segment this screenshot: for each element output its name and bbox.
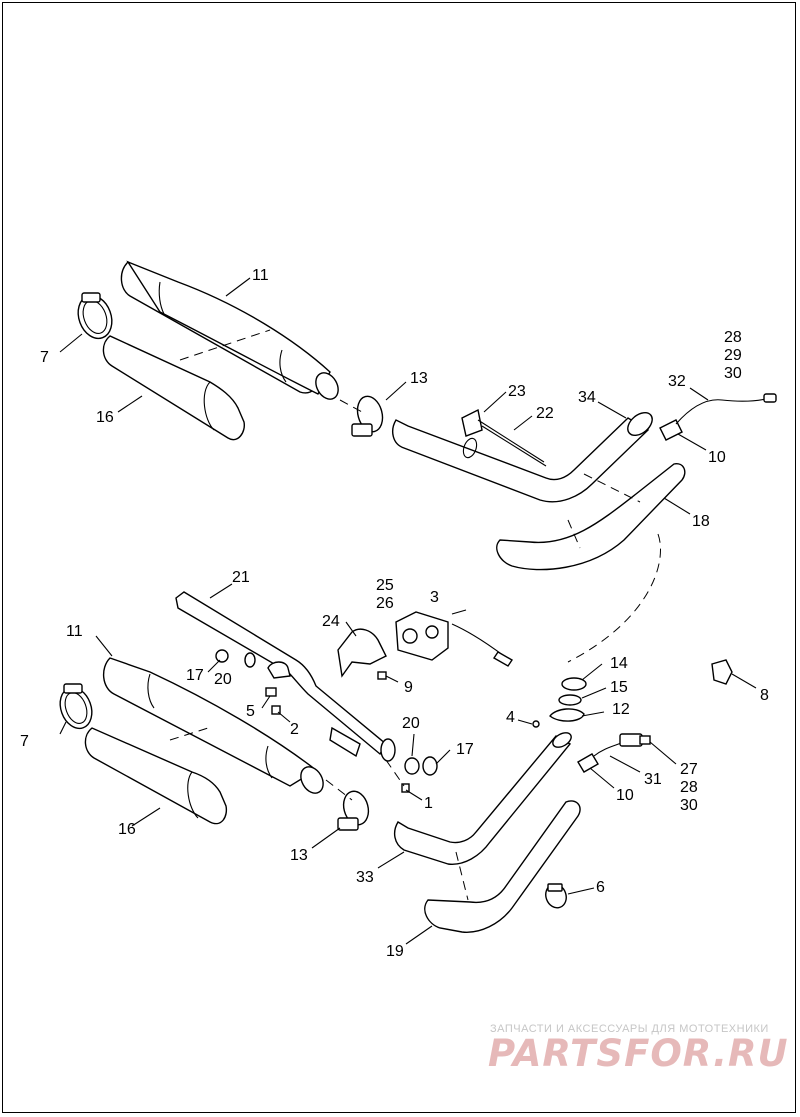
callout-clamp-6: 6	[596, 879, 605, 896]
callout-top-29: 29	[724, 347, 742, 364]
top-pipe-heatshield	[496, 463, 686, 571]
callout-nut-9: 9	[404, 679, 413, 696]
watermark: ЗАПЧАСТИ И АКСЕССУАРЫ ДЛЯ МОТОТЕХНИКИ PA…	[488, 1023, 789, 1075]
callout-top-clamp-left: 7	[40, 349, 49, 366]
callout-bracket-21: 21	[232, 569, 250, 586]
callout-sensor-31: 31	[644, 771, 662, 788]
bracket-24	[337, 628, 387, 678]
callout-bracket-24: 24	[322, 613, 340, 630]
bottom-head-pipe	[393, 732, 572, 865]
watermark-logo: PARTSFOR.RU	[488, 1032, 789, 1075]
bottom-muffler	[103, 657, 324, 794]
callout-head-pipe-34: 34	[578, 389, 596, 406]
callout-head-pipe-33: 33	[356, 869, 374, 886]
callout-bolt-2: 2	[290, 721, 299, 738]
callout-bottom-muffler: 11	[66, 623, 83, 640]
callout-sensor-28: 28	[680, 779, 698, 796]
callout-flange-12: 12	[612, 701, 630, 718]
callout-ring-15: 15	[610, 679, 628, 696]
bottom-clamp-left	[59, 683, 93, 730]
callout-sensor-30: 30	[680, 797, 698, 814]
callout-washer-20-left: 20	[214, 671, 232, 688]
callout-bottom-heatshield-muffler: 16	[118, 821, 136, 838]
clip-8	[711, 659, 733, 685]
callout-washer-20-right: 20	[402, 715, 420, 732]
callout-actuator-25: 25	[376, 577, 394, 594]
mount-bracket	[175, 591, 396, 762]
top-muffler	[120, 260, 339, 400]
callout-gasket-14: 14	[610, 655, 628, 672]
callout-bolt-1: 1	[424, 795, 433, 812]
top-sensor	[659, 393, 777, 441]
actuator	[395, 609, 513, 667]
bottom-pipe-heatshield	[424, 800, 581, 933]
clamp-6	[545, 883, 567, 909]
callout-heatshield-19: 19	[386, 943, 404, 960]
bottom-muffler-heatshield	[84, 727, 228, 825]
callout-top-30: 30	[724, 365, 742, 382]
bottom-sensor	[577, 733, 651, 773]
leader-lines	[59, 277, 757, 945]
bottom-hardware	[215, 649, 540, 793]
callout-nut-17-left: 17	[186, 667, 204, 684]
callout-heatshield-18: 18	[692, 513, 710, 530]
callout-bracket-23: 23	[508, 383, 526, 400]
top-clamp-left	[77, 292, 113, 340]
callout-actuator-26: 26	[376, 595, 394, 612]
callout-bottom-sensor-10: 10	[616, 787, 634, 804]
top-muffler-clamp	[351, 395, 384, 437]
callout-clip-8: 8	[760, 687, 769, 704]
gasket-stack	[549, 677, 587, 722]
callout-screw-3: 3	[430, 589, 439, 606]
callout-top-28: 28	[724, 329, 742, 346]
callout-bolt-5: 5	[246, 703, 255, 720]
callout-top-heatshield-muffler: 16	[96, 409, 114, 426]
callout-nut-17-right: 17	[456, 741, 474, 758]
callout-cable-32: 32	[668, 373, 686, 390]
callout-bottom-muffler-clamp: 13	[290, 847, 308, 864]
callouts: 11 7 16 13 23 22 34 28 29 30 32 10 18 21…	[20, 267, 769, 960]
callout-top-muffler-clamp: 13	[410, 370, 428, 387]
callout-top-sensor-10: 10	[708, 449, 726, 466]
callout-bottom-clamp-left: 7	[20, 733, 29, 750]
watermark-tagline: ЗАПЧАСТИ И АКСЕССУАРЫ ДЛЯ МОТОТЕХНИКИ	[490, 1023, 769, 1035]
callout-stud-4: 4	[506, 709, 515, 726]
callout-sensor-27: 27	[680, 761, 698, 778]
top-bracket-and-rod	[461, 408, 547, 467]
top-muffler-heatshield	[102, 335, 245, 441]
top-head-pipe	[392, 411, 653, 503]
callout-rod-22: 22	[536, 405, 554, 422]
bottom-muffler-clamp	[337, 790, 370, 831]
callout-top-muffler: 11	[252, 267, 269, 284]
